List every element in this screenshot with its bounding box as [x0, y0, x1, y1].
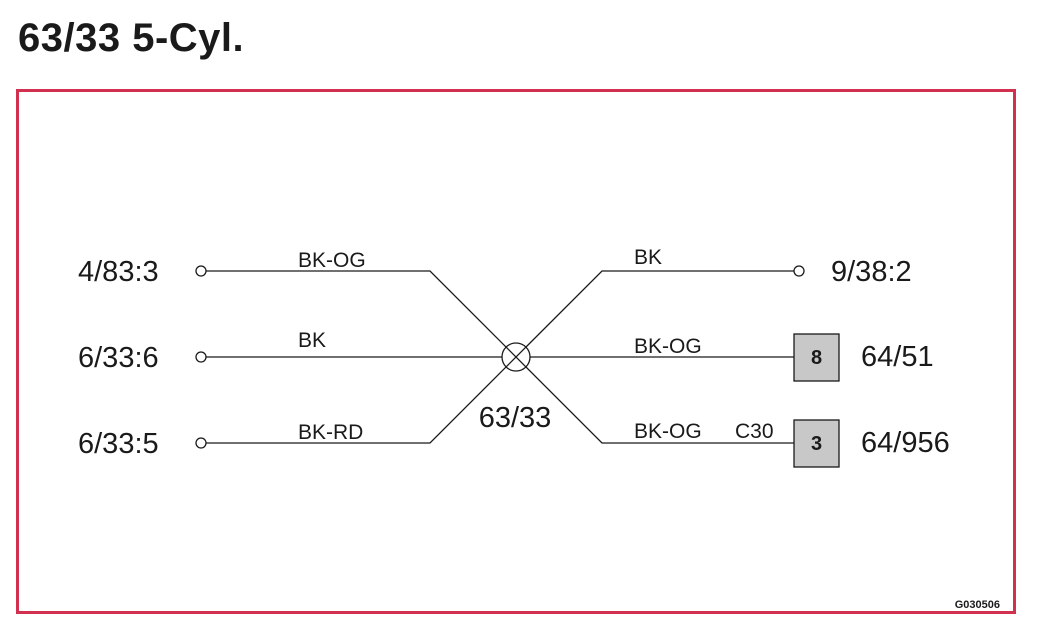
terminal-label-6-33-5: 6/33:5 — [78, 428, 159, 460]
wire-color-label: BK — [298, 329, 326, 352]
wire-left-bottom — [206, 356, 517, 444]
wire-color-label: BK — [634, 246, 662, 269]
wire-color-label: BK-OG — [634, 335, 702, 358]
wire-right-top — [515, 270, 794, 358]
splice-label: 63/33 — [479, 402, 552, 434]
wire-right-bottom — [515, 356, 794, 444]
terminal-circle-6-33-6 — [195, 351, 207, 363]
diagram-title: 63/33 5-Cyl. — [18, 16, 245, 60]
terminal-circle-4-83-3 — [195, 265, 207, 277]
terminal-circle-6-33-5 — [195, 437, 207, 449]
connector-pin-8: 8 — [811, 347, 822, 369]
terminal-label-6-33-6: 6/33:6 — [78, 342, 159, 374]
terminal-label-64-956: 64/956 — [861, 427, 950, 459]
terminal-label-64-51: 64/51 — [861, 341, 934, 373]
wire-left-top — [206, 270, 517, 358]
wire-color-label: BK-OG — [634, 420, 702, 443]
connector-box-64-51 — [793, 333, 840, 382]
wire-color-label: BK-OG — [298, 249, 366, 272]
connector-pin-3: 3 — [811, 433, 822, 455]
diagram-frame — [16, 89, 1016, 614]
terminal-label-9-38-2: 9/38:2 — [831, 256, 912, 288]
drawing-code: G030506 — [955, 599, 1000, 611]
connector-box-64-956 — [793, 419, 840, 468]
connector-label-c30: C30 — [735, 420, 774, 443]
wire-color-label: BK-RD — [298, 421, 363, 444]
splice-icon — [501, 342, 531, 372]
terminal-label-4-83-3: 4/83:3 — [78, 256, 159, 288]
terminal-circle-9-38-2 — [793, 265, 805, 277]
